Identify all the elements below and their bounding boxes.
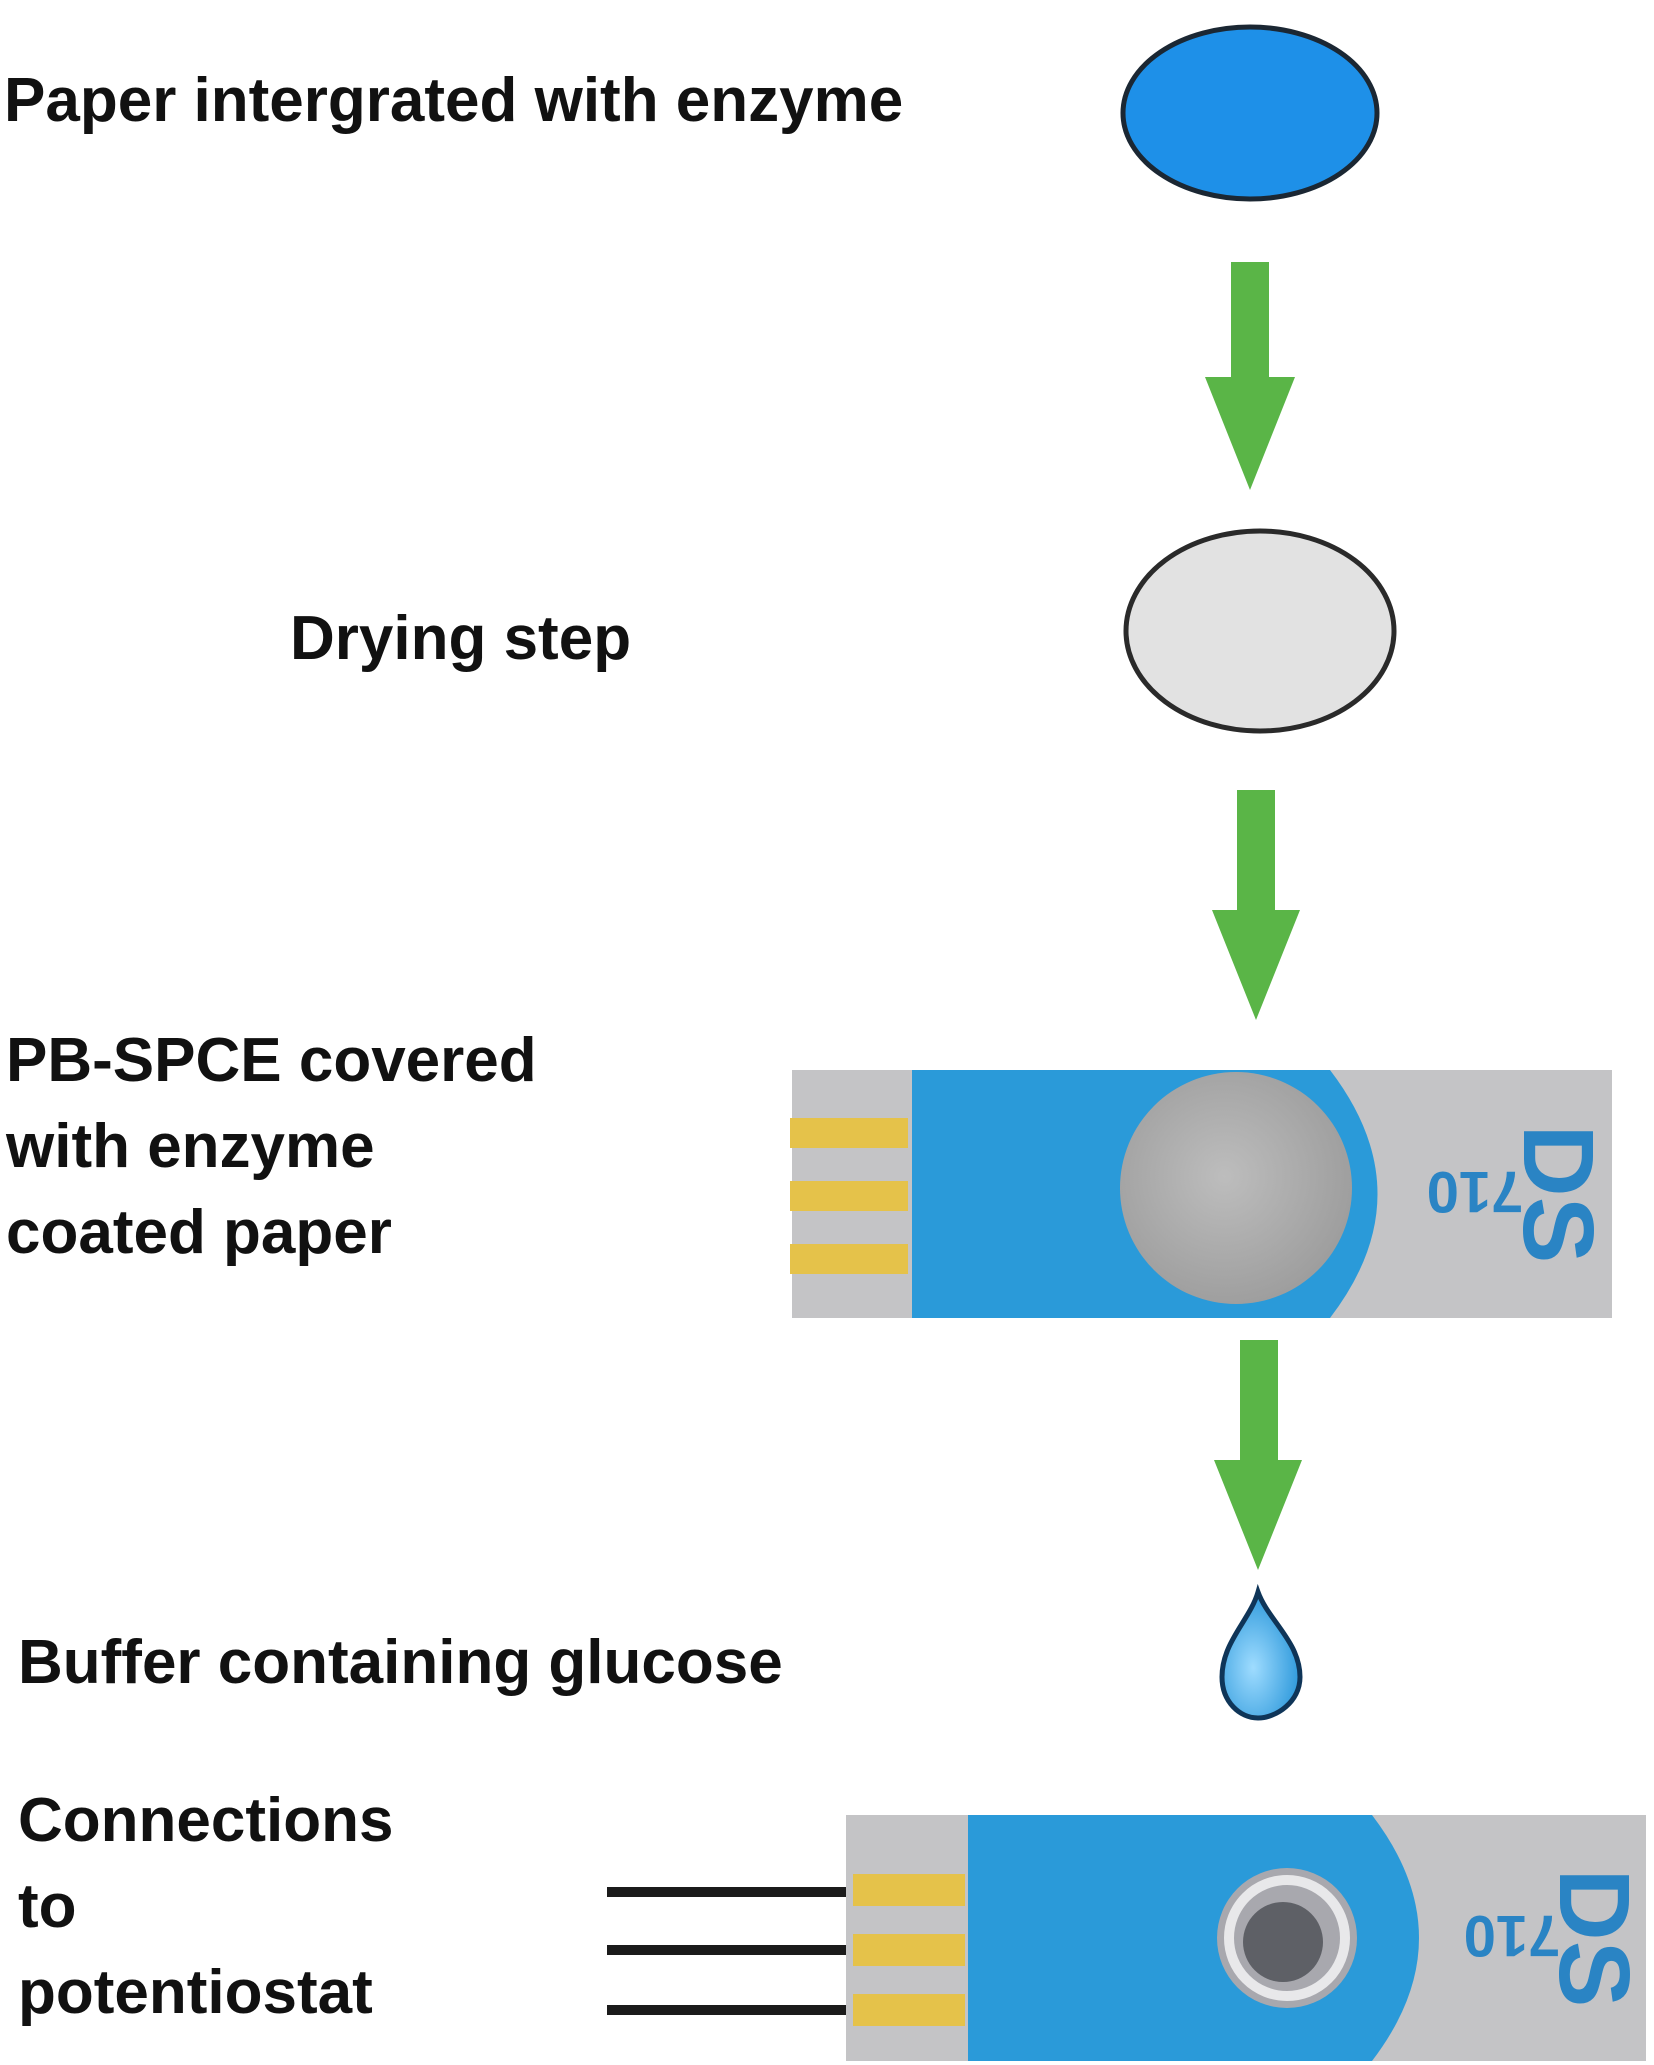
electrode-model-print: 710 [1427, 1159, 1524, 1224]
enzyme-paper-on-electrode [1120, 1072, 1352, 1304]
potentiostat-wires [607, 1887, 858, 2015]
label-drying-step: Drying step [290, 604, 632, 673]
electrode-connected: 710 DS [607, 1815, 1650, 2061]
electrode-model-print: 710 [1464, 1903, 1561, 1968]
label-paper-enzyme: Paper intergrated with enzyme [4, 66, 904, 135]
contact-pads [853, 1874, 965, 2026]
electrode-covered: 710 DS [790, 1070, 1614, 1318]
label-pbspce-covered: PB-SPCE covered with enzyme coated paper [6, 1026, 537, 1267]
buffer-drop-icon [1219, 1583, 1303, 1721]
electrode-brand-print: DS [1538, 1869, 1650, 2008]
working-electrode [1217, 1868, 1357, 2008]
electrode-brand-print: DS [1502, 1125, 1614, 1264]
enzyme-paper-disc [1120, 24, 1380, 202]
arrow-down-1 [1205, 262, 1295, 490]
label-buffer-glucose: Buffer containing glucose [18, 1628, 783, 1697]
arrow-down-2 [1212, 790, 1300, 1020]
dried-paper-disc [1123, 528, 1397, 734]
contact-pads [790, 1118, 908, 1274]
label-connections-potentiostat: Connections to potentiostat [18, 1786, 394, 2027]
arrow-down-3 [1214, 1340, 1302, 1570]
